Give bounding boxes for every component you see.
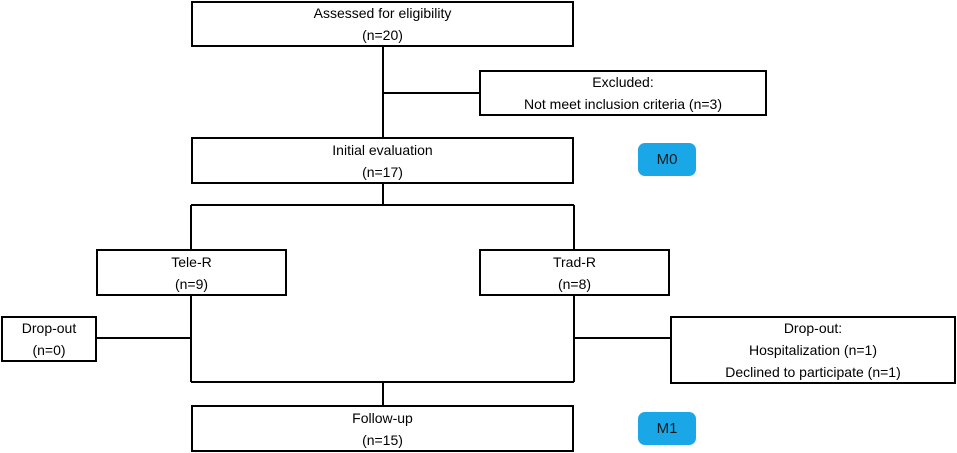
tele-r-box: Tele-R (n=9): [96, 249, 287, 296]
follow-up-box: Follow-up (n=15): [191, 405, 574, 452]
excluded-label: Excluded:: [592, 74, 654, 90]
followup-count: (n=15): [362, 431, 403, 448]
m1-badge: M1: [638, 412, 696, 445]
initial-evaluation-box: Initial evaluation (n=17): [191, 137, 574, 184]
followup-label: Follow-up: [352, 409, 413, 426]
dropout-left-count: (n=0): [32, 342, 66, 358]
dropout-right-declined: Declined to participate (n=1): [725, 364, 901, 380]
trad-count: (n=8): [557, 275, 592, 292]
m0-badge: M0: [638, 143, 696, 176]
dropout-right-box: Drop-out: Hospitalization (n=1) Declined…: [670, 316, 956, 384]
tele-label: Tele-R: [171, 253, 212, 270]
excluded-reason: Not meet inclusion criteria (n=3): [523, 96, 723, 112]
assessed-for-eligibility-box: Assessed for eligibility (n=20): [191, 1, 574, 47]
assessed-count: (n=20): [362, 27, 403, 43]
trad-label: Trad-R: [552, 253, 597, 270]
dropout-right-label: Drop-out:: [783, 320, 843, 336]
initial-label: Initial evaluation: [332, 141, 433, 158]
initial-count: (n=17): [362, 163, 403, 180]
assessed-label: Assessed for eligibility: [313, 5, 452, 21]
dropout-left-label: Drop-out: [21, 320, 77, 336]
tele-count: (n=9): [174, 275, 209, 292]
dropout-right-hospitalization: Hospitalization (n=1): [748, 342, 877, 358]
trad-r-box: Trad-R (n=8): [479, 249, 670, 296]
excluded-box: Excluded: Not meet inclusion criteria (n…: [479, 70, 767, 116]
dropout-left-box: Drop-out (n=0): [1, 316, 97, 362]
